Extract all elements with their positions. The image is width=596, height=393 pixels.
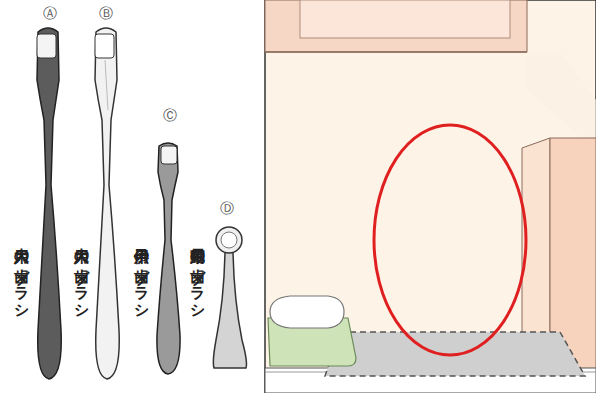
item-badge: Ⓒ (163, 108, 177, 122)
item-badge: Ⓑ (99, 6, 113, 20)
item-caption: 子供用の歯ブラシ (134, 236, 149, 312)
child-toothbrush (157, 143, 180, 374)
item-caption: 電動用の歯ブラシ (190, 236, 205, 312)
shelf-scene (265, 0, 596, 393)
item-caption: 大人用の歯ブラシ (74, 236, 89, 312)
electric-toothbrush-head (213, 227, 246, 368)
item-badge: Ⓐ (43, 6, 57, 20)
adult-toothbrush-dark (37, 28, 61, 379)
item-badge: Ⓓ (220, 201, 234, 215)
adult-toothbrush-white (95, 28, 119, 379)
item-caption: 大人用の歯ブラシ (14, 236, 29, 312)
